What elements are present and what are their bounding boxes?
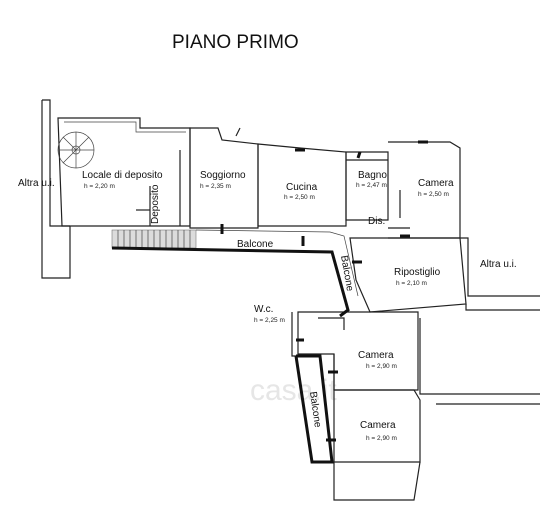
room-cucina-name: Cucina [286, 182, 318, 193]
right-boundary [419, 237, 540, 405]
balcony-bottom-label: Balcone [307, 391, 323, 429]
outside-label-right: Altra u.i. [480, 259, 517, 270]
room-ripostiglio-height: h = 2,10 m [396, 280, 427, 287]
plan-title: PIANO PRIMO [172, 32, 299, 53]
spiral-stair [57, 131, 95, 169]
wall-lower-wing [291, 311, 421, 501]
balcony-top-label: Balcone [237, 239, 274, 250]
room-camera1-name: Camera [418, 178, 454, 189]
balcony-walls [111, 229, 359, 464]
opening-marks [220, 140, 428, 442]
room-deposito-name: Deposito [150, 184, 161, 224]
room-camera2-height: h = 2,90 m [366, 363, 397, 370]
stair-corridor [111, 229, 197, 249]
room-locale-name: Locale di deposito [82, 170, 163, 181]
room-wc-name: W.c. [254, 304, 273, 315]
room-camera3-name: Camera [360, 420, 396, 431]
wall-ripostiglio [349, 237, 467, 313]
room-soggiorno-name: Soggiorno [200, 170, 246, 181]
room-cucina-height: h = 2,50 m [284, 194, 315, 201]
room-ripostiglio-name: Ripostiglio [394, 267, 441, 278]
room-soggiorno-height: h = 2,35 m [200, 183, 231, 190]
wall-bagno-camera [345, 141, 461, 239]
room-locale-height: h = 2,20 m [84, 183, 115, 190]
left-boundary [41, 99, 71, 279]
room-bagno-name: Bagno [358, 170, 387, 181]
room-camera2-name: Camera [358, 350, 394, 361]
room-wc-height: h = 2,25 m [254, 317, 285, 324]
room-camera3-height: h = 2,90 m [366, 435, 397, 442]
room-dis-name: Dis. [368, 216, 385, 227]
room-bagno-height: h = 2,47 m [356, 182, 387, 189]
outside-label-left: Altra u.i. [18, 178, 55, 189]
room-camera1-height: h = 2,50 m [418, 191, 449, 198]
